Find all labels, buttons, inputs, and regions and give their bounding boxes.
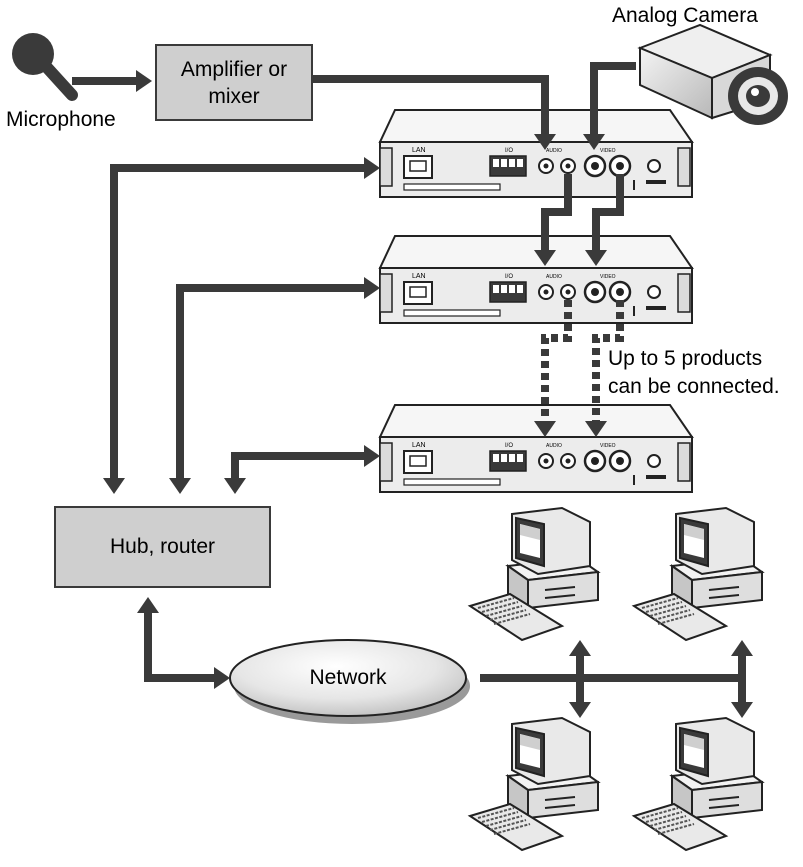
lan-link-2-arrowhead: [364, 277, 380, 299]
pc-right-top-arrowhead: [731, 640, 753, 656]
audio-chain-1-line: [541, 174, 572, 252]
connection-lines: [72, 62, 753, 718]
pc-left-top-arrowhead: [569, 640, 591, 656]
audio-label: AUDIO: [546, 148, 562, 154]
microphone-icon: [12, 33, 78, 101]
amplifier-label-line1: Amplifier or: [180, 57, 288, 81]
io-label: I/O: [505, 148, 513, 154]
amp-to-audio-in-line: [312, 75, 549, 136]
computer-icon-1: [467, 506, 601, 642]
network-in-arrowhead: [214, 667, 230, 689]
lan-link-1-line: [110, 164, 366, 478]
lan-link-3-hub-arrowhead: [224, 478, 246, 494]
hub-up-arrowhead: [137, 597, 159, 613]
video-in-arrowhead: [583, 134, 605, 150]
encoder-device-3: LAN I/O AUDIO VIDEO: [378, 404, 694, 493]
client-computers: [467, 506, 765, 852]
network-cloud: [229, 639, 470, 724]
lan-link-2-line: [176, 284, 366, 478]
video-chain-1-line: [592, 174, 624, 252]
audio-chain-2-arrowhead: [534, 421, 556, 437]
lan-link-1-hub-arrowhead: [103, 478, 125, 494]
video-label: VIDEO: [600, 148, 616, 154]
io-label: I/O: [505, 274, 513, 280]
lan-port-icon: [403, 281, 433, 305]
computer-icon-3: [467, 716, 601, 852]
lan-port-icon: [403, 155, 433, 179]
video-chain-1-arrowhead: [585, 250, 607, 266]
audio-chain-2-line: [541, 300, 572, 424]
amplifier-label-line2: mixer: [208, 84, 260, 108]
lan-link-3-arrowhead: [364, 445, 380, 467]
power-jack-icon: [647, 159, 661, 173]
power-jack-icon: [647, 454, 661, 468]
lan-port-label: LAN: [412, 442, 426, 449]
analog-camera-icon: [637, 23, 788, 125]
mic-to-amp-arrowhead: [136, 70, 152, 92]
video-chain-2-line: [592, 300, 624, 424]
video-label: VIDEO: [600, 443, 616, 449]
pc-right-bottom-arrowhead: [731, 702, 753, 718]
computer-icon-2: [631, 506, 765, 642]
hub-router-label: Hub, router: [109, 535, 216, 558]
pc-left-bottom-arrowhead: [569, 702, 591, 718]
audio-label: AUDIO: [546, 443, 562, 449]
max-products-note-line2: can be connected.: [608, 375, 780, 398]
power-jack-icon: [647, 285, 661, 299]
video-chain-2-arrowhead: [585, 421, 607, 437]
network-label: Network: [309, 666, 387, 689]
lan-port-label: LAN: [412, 147, 426, 154]
microphone-label: Microphone: [6, 108, 116, 131]
lan-link-3-line: [231, 452, 366, 478]
lan-link-1-arrowhead: [364, 157, 380, 179]
hub-to-network-line: [144, 611, 214, 682]
device-stack: LAN I/O AUDIO VIDEO LAN I/O AUDIO VIDEO LAN I/O AU…: [378, 109, 694, 493]
lan-port-icon: [403, 450, 433, 474]
audio-in-arrowhead: [534, 134, 556, 150]
lan-port-label: LAN: [412, 273, 426, 280]
audio-chain-1-arrowhead: [534, 250, 556, 266]
lan-link-2-hub-arrowhead: [169, 478, 191, 494]
encoder-device-2: LAN I/O AUDIO VIDEO: [378, 235, 694, 324]
encoder-device-1: LAN I/O AUDIO VIDEO: [378, 109, 694, 198]
max-products-note: Up to 5 products can be connected.: [608, 345, 780, 401]
camera-to-video-in-line: [590, 62, 636, 136]
analog-camera-label: Analog Camera: [612, 4, 758, 27]
io-label: I/O: [505, 443, 513, 449]
amplifier-label: Amplifier or mixer: [156, 45, 312, 120]
audio-label: AUDIO: [546, 274, 562, 280]
computer-icon-4: [631, 716, 765, 852]
video-label: VIDEO: [600, 274, 616, 280]
max-products-note-line1: Up to 5 products: [608, 347, 763, 370]
hub-router-box: [54, 506, 271, 588]
